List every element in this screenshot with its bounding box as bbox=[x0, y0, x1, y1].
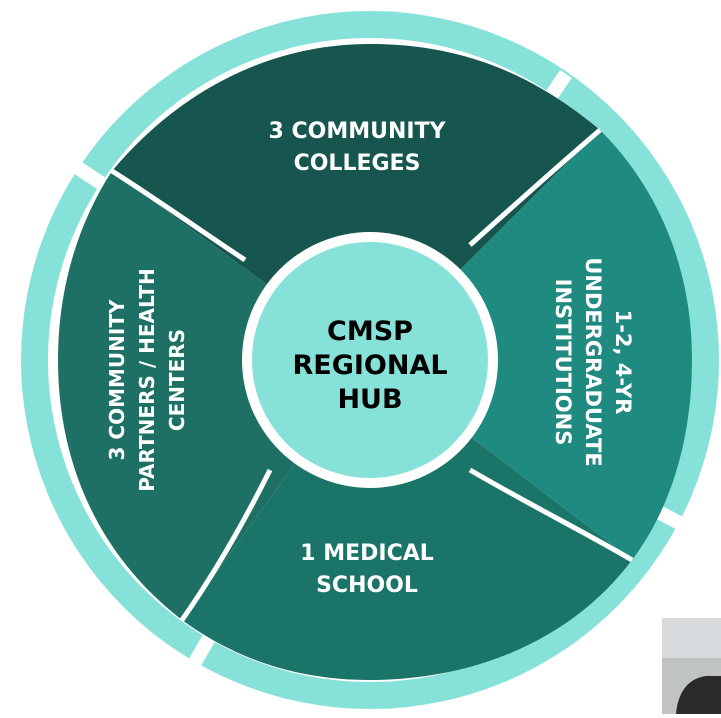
segment-right-label-line-2: UNDERGRADUATE bbox=[581, 257, 605, 466]
photo-thumbnail bbox=[662, 618, 721, 714]
segment-right-label-line-1: 1-2, 4-YR bbox=[611, 310, 635, 415]
segment-dividers bbox=[110, 128, 634, 622]
photo-thumbnail-light bbox=[662, 618, 721, 658]
hub-label-line-2: REGIONAL bbox=[292, 350, 447, 381]
segment-top-label-line-2: COLLEGES bbox=[294, 151, 421, 176]
segment-top bbox=[112, 44, 600, 360]
segment-left-label-line-1: 3 COMMUNITY bbox=[105, 299, 129, 460]
segment-left bbox=[58, 171, 370, 620]
hub-label-line-1: CMSP bbox=[327, 316, 413, 347]
hub-circle bbox=[252, 242, 488, 478]
segment-top-label-line-1: 3 COMMUNITY bbox=[269, 119, 447, 144]
segment-bottom-label: 1 MEDICAL SCHOOL bbox=[300, 541, 434, 598]
segment-top-label: 3 COMMUNITY COLLEGES bbox=[269, 119, 447, 176]
segment-right bbox=[370, 130, 692, 560]
divider-bottom-right bbox=[468, 467, 634, 563]
segment-bottom-label-line-1: 1 MEDICAL bbox=[300, 541, 434, 566]
hub-label-line-3: HUB bbox=[337, 384, 402, 415]
segment-bottom-label-line-2: SCHOOL bbox=[316, 573, 418, 598]
segment-bottom bbox=[182, 360, 632, 680]
hub-label: CMSP REGIONAL HUB bbox=[292, 316, 447, 415]
segment-left-label-line-3: CENTERS bbox=[165, 329, 189, 431]
segment-left-label-line-2: PARTNERS / HEALTH bbox=[135, 268, 159, 492]
divider-top-left bbox=[110, 168, 247, 263]
divider-bottom-left bbox=[179, 468, 273, 622]
segment-right-label-line-3: INSTITUTIONS bbox=[551, 279, 575, 446]
segment-left-label: 3 COMMUNITY PARTNERS / HEALTH CENTERS bbox=[105, 268, 189, 492]
divider-top-right bbox=[468, 128, 602, 247]
segment-right-label: 1-2, 4-YR UNDERGRADUATE INSTITUTIONS bbox=[551, 257, 635, 466]
segments bbox=[58, 44, 692, 680]
photo-thumbnail-figure bbox=[676, 676, 721, 714]
